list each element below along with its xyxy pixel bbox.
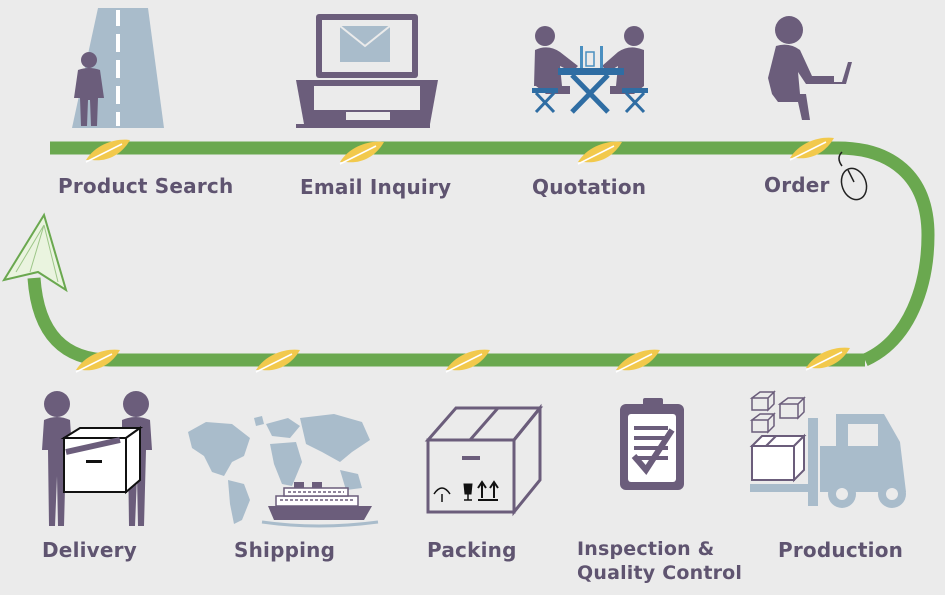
- step-label-shipping: Shipping: [234, 538, 336, 562]
- forklift-boxes-icon: [749, 390, 906, 508]
- clipboard-check-icon: [620, 398, 684, 490]
- step-label-quotation: Quotation: [532, 175, 647, 199]
- step-label-production: Production: [778, 538, 904, 562]
- laptop-email-icon: [296, 14, 438, 128]
- mouse-icon: [838, 151, 868, 201]
- handover-box-icon: [42, 391, 152, 526]
- step-label-email-inquiry: Email Inquiry: [300, 175, 452, 199]
- package-box-icon: [424, 403, 544, 517]
- person-laptop-icon: [768, 16, 852, 120]
- step-label-inspection-line1: Inspection &: [577, 538, 715, 560]
- world-ship-icon: [188, 414, 379, 528]
- meeting-table-icon: [532, 26, 648, 114]
- step-label-inspection-line2: Quality Control: [577, 562, 743, 584]
- step-label-order: Order: [764, 173, 830, 197]
- step-label-inspection: Inspection & Quality Control: [577, 537, 742, 585]
- arrow-head-icon: [1, 212, 68, 293]
- step-label-delivery: Delivery: [42, 538, 137, 562]
- step-label-packing: Packing: [427, 538, 517, 562]
- road-person-icon: [72, 8, 164, 128]
- step-label-product-search: Product Search: [58, 174, 234, 198]
